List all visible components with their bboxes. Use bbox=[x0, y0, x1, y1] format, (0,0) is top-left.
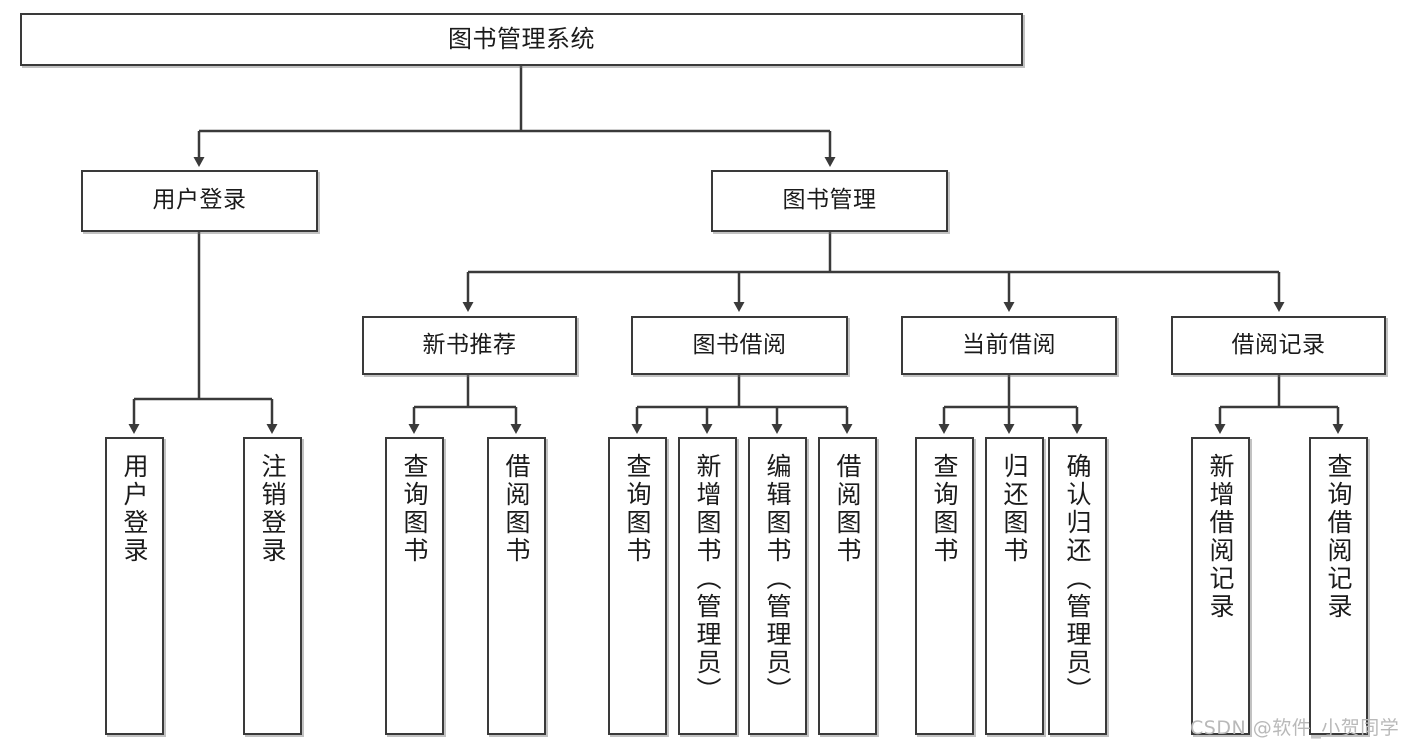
leaf-book-borrow-add[interactable]: 新增图书（管理员） bbox=[678, 437, 737, 735]
node-label: 查询图书 bbox=[623, 453, 652, 565]
node-new-book-recommend[interactable]: 新书推荐 bbox=[362, 316, 577, 375]
node-user-login[interactable]: 用户登录 bbox=[81, 170, 318, 232]
leaf-book-borrow-edit[interactable]: 编辑图书（管理员） bbox=[748, 437, 807, 735]
node-book-management[interactable]: 图书管理 bbox=[711, 170, 948, 232]
node-label: 编辑图书（管理员） bbox=[763, 453, 792, 705]
node-root-system[interactable]: 图书管理系统 bbox=[20, 13, 1023, 66]
node-label: 查询借阅记录 bbox=[1324, 453, 1353, 621]
node-label: 用户登录 bbox=[120, 453, 149, 565]
leaf-current-borrow-confirm-return[interactable]: 确认归还（管理员） bbox=[1048, 437, 1107, 735]
leaf-new-book-borrow[interactable]: 借阅图书 bbox=[487, 437, 546, 735]
leaf-current-borrow-return[interactable]: 归还图书 bbox=[985, 437, 1044, 735]
node-label: 新书推荐 bbox=[422, 331, 517, 358]
leaf-borrow-record-query[interactable]: 查询借阅记录 bbox=[1309, 437, 1368, 735]
node-label: 当前借阅 bbox=[962, 331, 1056, 358]
node-label: 借阅图书 bbox=[833, 453, 862, 565]
node-label: 注销登录 bbox=[258, 453, 287, 565]
node-label: 图书管理系统 bbox=[448, 25, 595, 54]
leaf-book-borrow-borrow[interactable]: 借阅图书 bbox=[818, 437, 877, 735]
node-borrow-record[interactable]: 借阅记录 bbox=[1171, 316, 1386, 375]
node-label: 确认归还（管理员） bbox=[1063, 453, 1092, 705]
node-label: 借阅图书 bbox=[502, 453, 531, 565]
node-label: 用户登录 bbox=[152, 187, 247, 214]
node-label: 归还图书 bbox=[1000, 453, 1029, 565]
csdn-watermark: CSDN @软件_小贺同学 bbox=[1190, 717, 1400, 739]
node-label: 新增图书（管理员） bbox=[693, 453, 722, 705]
node-book-borrow[interactable]: 图书借阅 bbox=[631, 316, 848, 375]
leaf-current-borrow-query[interactable]: 查询图书 bbox=[915, 437, 974, 735]
leaf-new-book-query[interactable]: 查询图书 bbox=[385, 437, 444, 735]
node-label: 图书管理 bbox=[782, 187, 877, 214]
leaf-book-borrow-query[interactable]: 查询图书 bbox=[608, 437, 667, 735]
node-label: 借阅记录 bbox=[1231, 331, 1326, 358]
leaf-borrow-record-add[interactable]: 新增借阅记录 bbox=[1191, 437, 1250, 735]
node-current-borrow[interactable]: 当前借阅 bbox=[901, 316, 1117, 375]
node-label: 图书借阅 bbox=[692, 331, 787, 358]
leaf-user-login-logout[interactable]: 注销登录 bbox=[243, 437, 302, 735]
node-label: 新增借阅记录 bbox=[1206, 453, 1235, 621]
node-label: 查询图书 bbox=[400, 453, 429, 565]
node-label: 查询图书 bbox=[930, 453, 959, 565]
leaf-user-login-login[interactable]: 用户登录 bbox=[105, 437, 164, 735]
